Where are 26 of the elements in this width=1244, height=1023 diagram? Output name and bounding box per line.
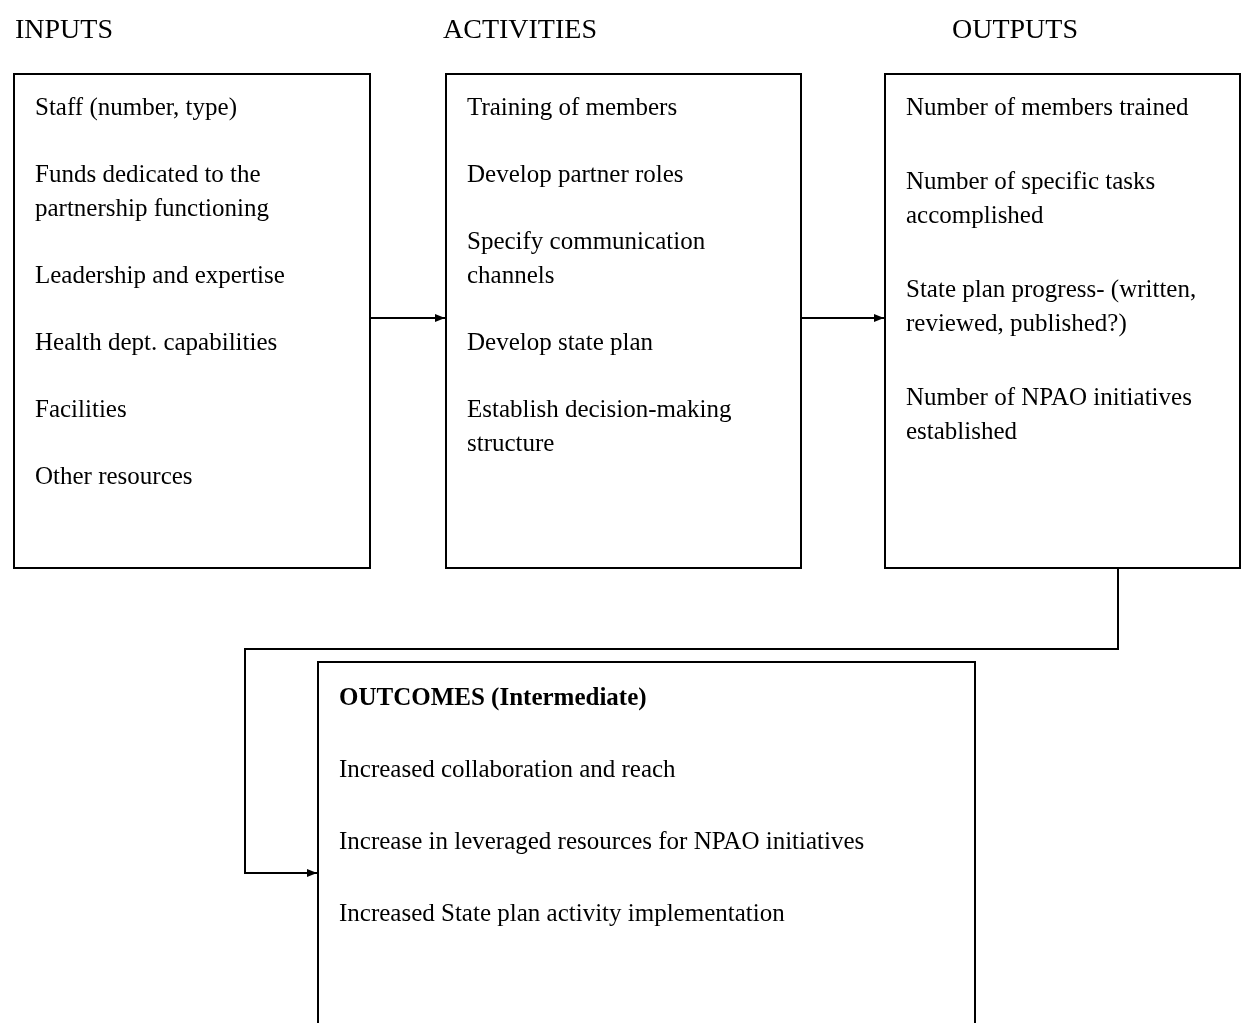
list-item: Health dept. capabilities bbox=[35, 327, 279, 357]
list-item: Other resources bbox=[35, 461, 194, 491]
arrow bbox=[801, 314, 885, 322]
list-item: Number of members trained bbox=[906, 92, 1190, 122]
column-heading: ACTIVITIES bbox=[443, 13, 597, 45]
list-item: Number of specific tasks accomplished bbox=[906, 166, 1157, 230]
column-heading: INPUTS bbox=[15, 13, 113, 45]
list-item: Establish decision-making structure bbox=[467, 394, 733, 458]
list-item: Increased collaboration and reach bbox=[339, 754, 677, 784]
box-heading: OUTCOMES (Intermediate) bbox=[339, 682, 648, 713]
text-box bbox=[317, 661, 976, 1023]
list-item: Increased State plan activity implementation bbox=[339, 898, 786, 928]
list-item: Number of NPAO initiatives established bbox=[906, 382, 1193, 446]
list-item: Staff (number, type) bbox=[35, 92, 238, 123]
arrow bbox=[244, 568, 1119, 877]
list-item: Develop state plan bbox=[467, 327, 655, 357]
list-item: State plan progress- (written, reviewed, published?) bbox=[906, 274, 1198, 339]
list-item: Leadership and expertise bbox=[35, 260, 286, 290]
list-item: Increase in leveraged resources for NPAO initiatives bbox=[339, 826, 866, 856]
list-item: Funds dedicated to the partnership functioning bbox=[35, 159, 270, 223]
list-item: Facilities bbox=[35, 394, 128, 424]
list-item: Specify communication channels bbox=[467, 226, 707, 290]
arrow bbox=[370, 314, 446, 322]
list-item: Training of members bbox=[467, 92, 679, 122]
column-heading: OUTPUTS bbox=[952, 13, 1078, 45]
list-item: Develop partner roles bbox=[467, 159, 685, 189]
